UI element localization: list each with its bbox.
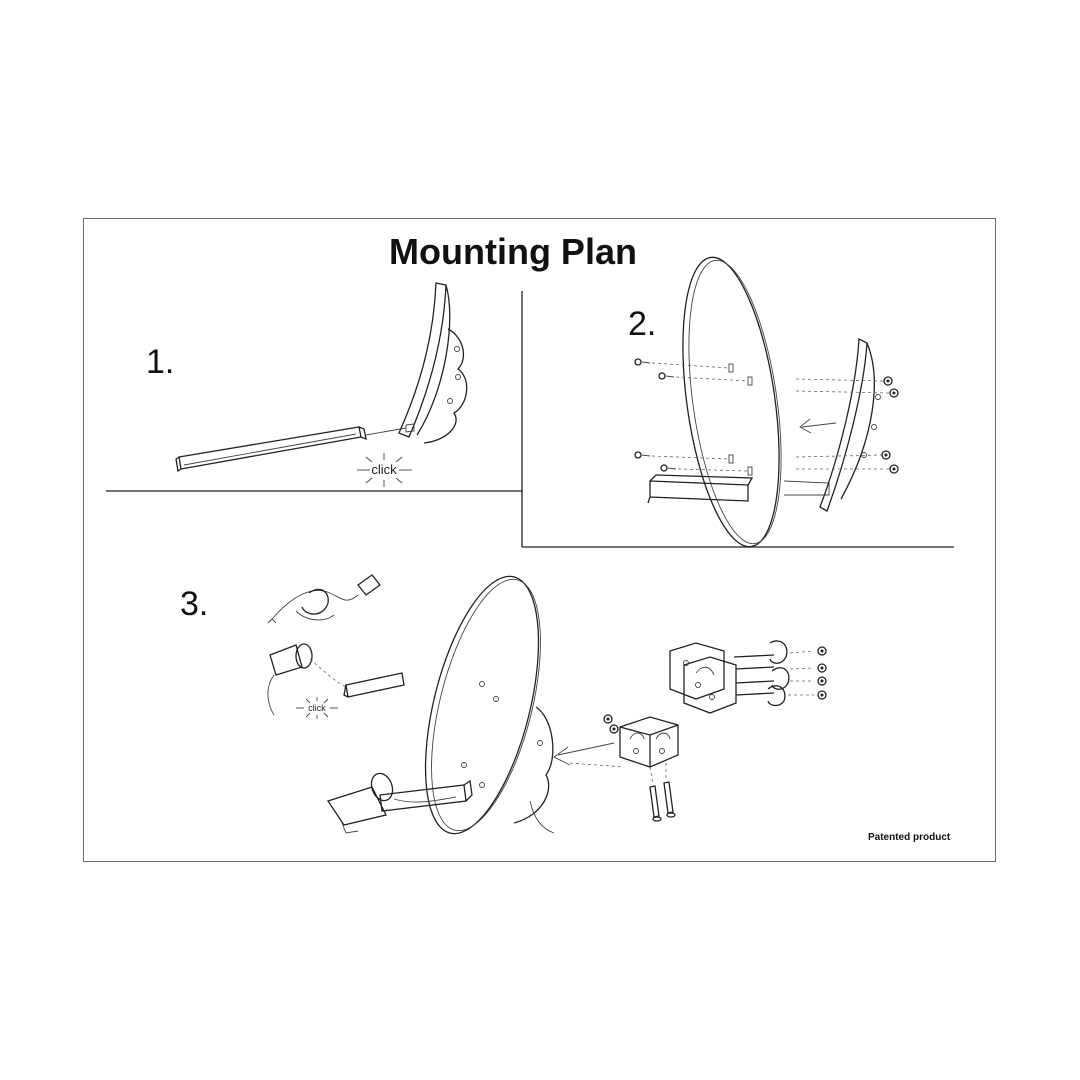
step-2-number: 2.: [628, 305, 657, 343]
step2-dish-illustration: [634, 256, 899, 548]
step2-screws: [634, 358, 753, 476]
mounting-plan-sheet: click: [83, 218, 996, 862]
step3-bracket-exploded: [669, 640, 827, 714]
step2-nuts: [795, 376, 899, 474]
patent-notice: Patented product: [868, 832, 951, 843]
step1-click-label: click: [371, 462, 397, 477]
step-3-number: 3.: [180, 585, 209, 623]
diagram-artwork: click: [106, 256, 954, 835]
panel-dividers: [106, 291, 954, 548]
step3-lnb-assembly: [267, 574, 405, 716]
step3-click-label: click: [308, 703, 326, 713]
step3-dish-illustration: [326, 575, 625, 835]
step1-arm-illustration: [175, 282, 468, 473]
step3-click-indicator: click: [296, 697, 338, 719]
step-1-number: 1.: [146, 343, 175, 381]
step1-click-indicator: click: [357, 453, 412, 487]
page-title: Mounting Plan: [389, 231, 637, 272]
step3-mast-clamp: [603, 714, 679, 822]
